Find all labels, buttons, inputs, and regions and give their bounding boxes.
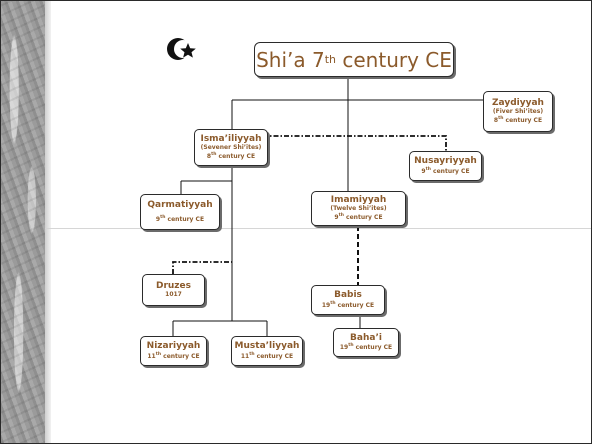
node-nizariyyah: Nizariyyah 11th century CE [140,336,207,366]
node-nusayriyyah: Nusayriyyah 9th century CE [409,151,482,181]
dashed-connector [172,261,232,274]
band-edge [45,1,51,443]
node-zaydiyyah: Zaydiyyah (Fiver Shi’ites) 8th century C… [483,91,553,132]
slide-divider-line [45,228,591,229]
node-name: Druzes [155,281,191,292]
node-name: Babis [334,290,362,301]
node-mustaliyyah: Musta’liyyah 11th century CE [231,336,303,366]
node-subtitle: (Twelve Shi’ites) [330,204,387,212]
node-date: 9th century CE [334,212,383,221]
crescent-star-icon [167,38,196,60]
node-date: 9th century CE [421,166,470,175]
node-date: 8th century CE [206,151,256,160]
node-druzes: Druzes 1017 [142,274,205,306]
node-date: 11th century CE [240,351,294,360]
node-name: Imamiyyah [330,195,387,206]
node-name: Baha’i [350,332,382,343]
title-sup: th [324,53,337,66]
node-qarmatiyyah: Qarmatiyyah 9th century CE [140,194,220,230]
node-date: 8th century CE [493,115,543,124]
node-name: Zaydiyyah [492,98,544,109]
node-date: 9th century CE [155,215,205,224]
node-date: 19th century CE [321,300,375,309]
node-bahai: Baha’i 19th century CE [333,328,399,357]
node-subtitle: (Fiver Shi’ites) [492,107,544,115]
node-imamiyyah: Imamiyyah (Twelve Shi’ites) 9th century … [311,191,406,226]
node-name: Nusayriyyah [414,156,477,167]
node-date: 1017 [165,290,182,298]
node-date: 19th century CE [339,343,393,352]
dashed-connector [263,135,447,151]
node-babis: Babis 19th century CE [311,285,385,315]
node-name: Musta’liyyah [234,341,300,352]
title-text: Shi’a 7 [256,47,325,72]
node-ismailiyyah: Isma’iliyyah (Sevener Shi’ites) 8th cent… [194,129,268,166]
node-name: Qarmatiyyah [147,199,213,210]
decorative-leaf-band [1,1,45,443]
node-subtitle: (Sevener Shi’ites) [200,143,262,151]
node-name: Isma’iliyyah [200,134,262,145]
title-rest: century CE [336,47,452,72]
node-date: 11th century CE [147,351,200,360]
node-name: Nizariyyah [146,341,201,352]
